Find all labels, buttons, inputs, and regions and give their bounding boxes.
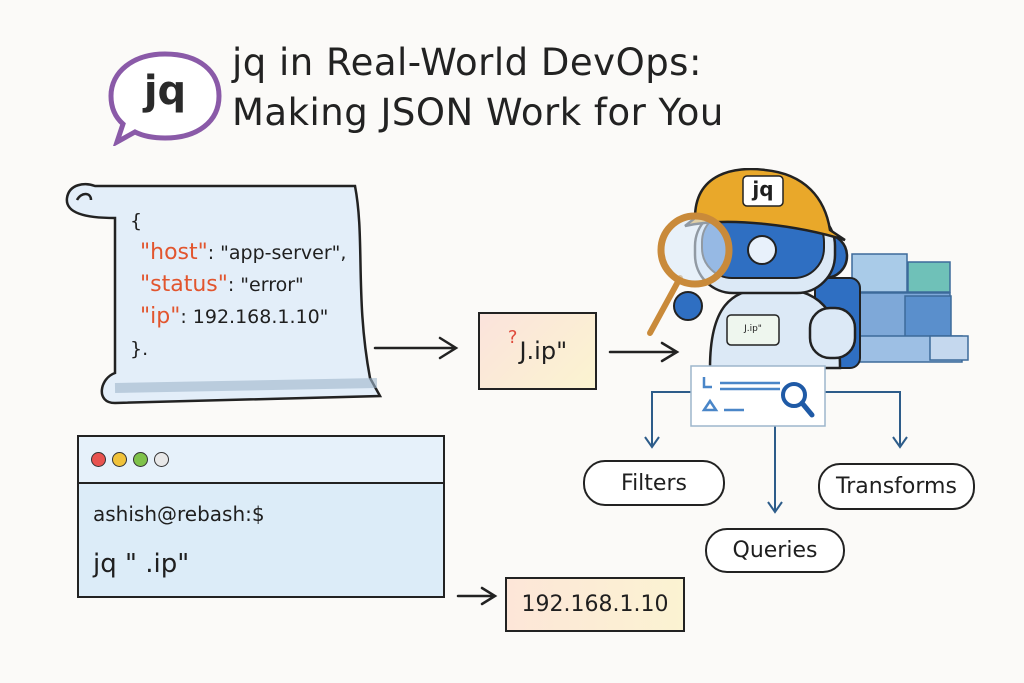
json-value: : 192.168.1.10" (180, 306, 329, 328)
terminal-prompt: ashish@rebash:$ (93, 502, 265, 526)
terminal-title-bar (79, 437, 443, 484)
json-value: : "error" (227, 274, 304, 296)
json-key: "ip" (140, 304, 181, 329)
robot-badge: J.ip" (744, 324, 762, 334)
terminal-window: ashish@rebash:$ jq " .ip" (77, 435, 445, 598)
json-document: { "host": "app-server", "status": "error… (130, 205, 346, 365)
maximize-dot-icon (133, 452, 148, 467)
search-card-icon (690, 365, 826, 427)
arrow-query-to-robot (608, 341, 680, 363)
json-line-ip: "ip": 192.168.1.10" (130, 301, 346, 333)
arrow-terminal-to-result (456, 586, 498, 606)
result-box: 192.168.1.10 (505, 577, 685, 632)
terminal-command: jq " .ip" (93, 549, 190, 579)
page-title: jq in Real-World DevOps: Making JSON Wor… (232, 38, 724, 138)
minimize-dot-icon (112, 452, 127, 467)
title-line-2: Making JSON Work for You (232, 91, 724, 134)
title-line-1: jq in Real-World DevOps: (232, 41, 702, 84)
jq-logo-bubble-icon (108, 51, 222, 146)
hat-label: jq (752, 177, 774, 201)
robot-illustration (647, 168, 969, 370)
arrow-scroll-to-query (373, 336, 459, 360)
json-close-brace: }. (130, 338, 149, 360)
json-scroll-illustration (65, 182, 383, 405)
json-open-brace: { (130, 210, 143, 232)
json-key: "status" (140, 272, 228, 297)
question-mark: ? (507, 326, 518, 348)
json-line-host: "host": "app-server", (130, 237, 346, 269)
queries-pill: Queries (705, 528, 845, 573)
jq-query-box: ? J.ip" (478, 312, 597, 390)
transforms-pill: Transforms (818, 463, 975, 510)
extra-dot-icon (154, 452, 169, 467)
query-text: J.ip" (519, 337, 568, 365)
json-key: "host" (140, 240, 208, 265)
json-line-status: "status": "error" (130, 269, 346, 301)
close-dot-icon (91, 452, 106, 467)
filters-pill: Filters (583, 460, 725, 506)
logo-text: jq (143, 68, 187, 114)
json-value: : "app-server", (207, 242, 347, 264)
